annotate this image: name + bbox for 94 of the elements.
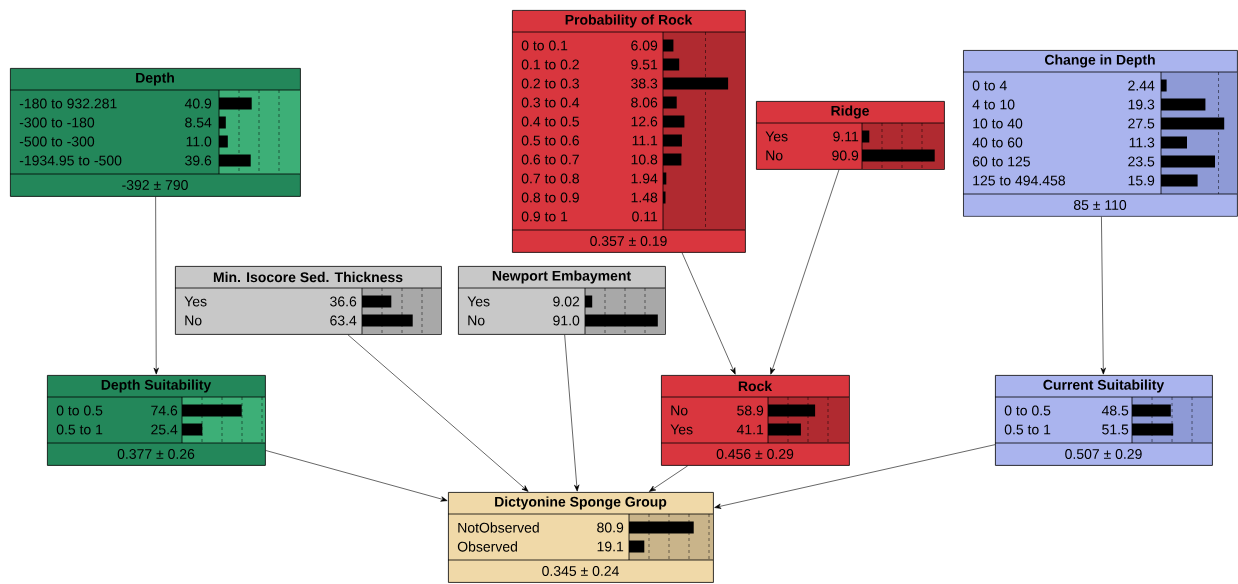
probability-value: 9.51 bbox=[631, 59, 658, 70]
state-label: -1934.95 to -500 bbox=[19, 155, 122, 166]
state-label: No bbox=[766, 150, 783, 161]
probability-value: 74.6 bbox=[151, 405, 178, 416]
probability-value: 9.11 bbox=[833, 131, 859, 142]
probability-value: 11.1 bbox=[632, 135, 658, 146]
probability-value: 27.5 bbox=[1128, 118, 1155, 129]
state-label: 0.2 to 0.3 bbox=[521, 78, 579, 89]
node-title: Dictyonine Sponge Group bbox=[495, 496, 667, 510]
probability-value: 19.3 bbox=[1128, 99, 1155, 110]
arrow bbox=[681, 252, 736, 375]
state-label: 0.9 to 1 bbox=[521, 211, 568, 222]
state-label: 0.6 to 0.7 bbox=[521, 154, 579, 165]
state-label: -300 to -180 bbox=[19, 117, 95, 128]
state-label: 0.5 to 1 bbox=[1004, 424, 1051, 435]
state-label: 0.5 to 0.6 bbox=[521, 135, 579, 146]
state-label: 0 to 4 bbox=[972, 80, 1007, 91]
state-label: 0.7 to 0.8 bbox=[521, 173, 579, 184]
probability-value: 23.5 bbox=[1128, 156, 1155, 167]
state-label: -180 to 932.281 bbox=[19, 98, 117, 109]
probability-value: 11.0 bbox=[186, 136, 212, 147]
mean-value: 0.507 ± 0.29 bbox=[1065, 449, 1142, 459]
node-title: Depth Suitability bbox=[101, 379, 212, 393]
probability-value: 90.9 bbox=[832, 150, 859, 161]
state-label: 0 to 0.5 bbox=[1004, 405, 1051, 416]
node-title: Depth bbox=[136, 72, 174, 86]
state-label: 0 to 0.5 bbox=[56, 405, 103, 416]
node-title: Newport Embayment bbox=[492, 270, 631, 284]
state-label: 0.8 to 0.9 bbox=[521, 192, 579, 203]
arrow bbox=[770, 169, 840, 375]
state-label: Yes bbox=[670, 424, 693, 435]
probability-value: 10.8 bbox=[631, 154, 658, 165]
arrow bbox=[564, 334, 580, 492]
probability-value: 36.6 bbox=[330, 296, 357, 307]
arrow bbox=[1100, 216, 1106, 375]
arrow bbox=[649, 465, 688, 492]
state-label: No bbox=[671, 405, 688, 416]
probability-value: 39.6 bbox=[185, 155, 212, 166]
arrow bbox=[153, 196, 159, 375]
state-label: -500 to -300 bbox=[19, 136, 95, 147]
probability-value: 80.9 bbox=[597, 522, 624, 533]
state-label: 4 to 10 bbox=[972, 99, 1015, 110]
mean-value: 0.357 ± 0.19 bbox=[590, 236, 667, 246]
state-label: 0.4 to 0.5 bbox=[521, 116, 579, 127]
probability-value: 40.9 bbox=[184, 98, 212, 109]
mean-value: 0.456 ± 0.29 bbox=[716, 449, 794, 459]
node-title: Rock bbox=[738, 380, 773, 392]
probability-value: 1.48 bbox=[631, 192, 658, 203]
probability-value: 51.5 bbox=[1102, 424, 1129, 435]
state-label: No bbox=[468, 315, 485, 326]
probability-value: 38.3 bbox=[631, 78, 658, 89]
probability-value: 48.5 bbox=[1101, 405, 1129, 416]
arrow bbox=[347, 334, 529, 492]
state-label: 0.3 to 0.4 bbox=[521, 97, 580, 108]
state-label: 0.1 to 0.2 bbox=[521, 59, 579, 70]
arrow bbox=[714, 444, 996, 509]
probability-value: 11.3 bbox=[1129, 137, 1155, 148]
state-label: Observed bbox=[457, 541, 517, 552]
probability-value: 8.54 bbox=[185, 117, 212, 128]
state-label: 60 to 125 bbox=[972, 156, 1030, 167]
probability-value: 9.02 bbox=[553, 296, 580, 307]
mean-value: 0.377 ± 0.26 bbox=[117, 449, 195, 459]
state-label: Yes bbox=[467, 296, 490, 307]
probability-value: 8.06 bbox=[631, 97, 658, 108]
probability-value: 1.94 bbox=[631, 173, 658, 184]
state-label: 0 to 0.1 bbox=[521, 40, 568, 51]
probability-value: 41.1 bbox=[736, 424, 764, 435]
node-title: Change in Depth bbox=[1045, 54, 1155, 68]
state-label: 40 to 60 bbox=[972, 137, 1023, 148]
probability-value: 19.1 bbox=[597, 541, 624, 552]
mean-value: -392 ± 790 bbox=[122, 180, 188, 190]
state-label: 125 to 494.458 bbox=[973, 175, 1065, 186]
state-label: 10 to 40 bbox=[973, 118, 1023, 129]
state-label: NotObserved bbox=[458, 522, 539, 533]
node-title: Current Suitability bbox=[1043, 379, 1165, 393]
probability-value: 91.0 bbox=[553, 315, 580, 326]
probability-value: 12.6 bbox=[631, 116, 658, 127]
probability-value: 6.09 bbox=[631, 40, 658, 51]
probability-value: 25.4 bbox=[151, 424, 178, 435]
probability-value: 15.9 bbox=[1128, 175, 1155, 186]
node-title: Min. Isocore Sed. Thickness bbox=[213, 271, 403, 283]
state-label: No bbox=[185, 315, 202, 326]
probability-value: 58.9 bbox=[737, 405, 764, 416]
state-label: Yes bbox=[184, 296, 207, 307]
state-label: 0.5 to 1 bbox=[56, 424, 103, 435]
node-title: Probability of Rock bbox=[565, 14, 693, 28]
probability-value: 2.44 bbox=[1128, 80, 1155, 91]
node-title: Ridge bbox=[831, 105, 869, 119]
state-label: Yes bbox=[765, 131, 788, 142]
arrow bbox=[265, 450, 448, 502]
probability-value: 63.4 bbox=[330, 315, 357, 326]
mean-value: 85 ± 110 bbox=[1073, 200, 1127, 210]
mean-value: 0.345 ± 0.24 bbox=[542, 566, 619, 576]
probability-value: 0.11 bbox=[632, 211, 658, 222]
